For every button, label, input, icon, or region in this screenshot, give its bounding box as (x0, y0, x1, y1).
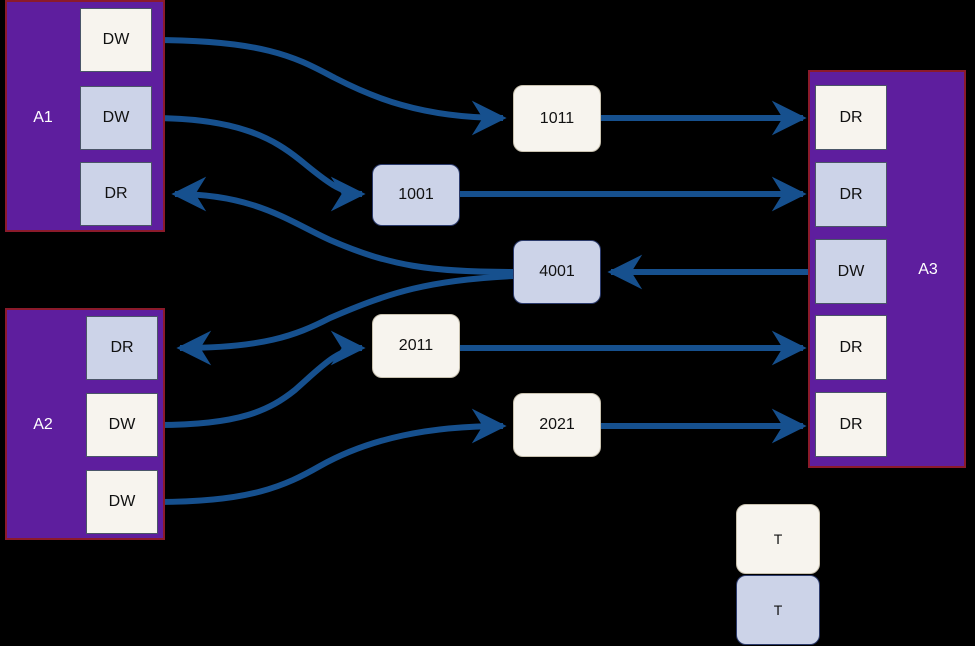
node-2011[interactable]: 2011 (372, 314, 460, 378)
group-label-a2: A2 (33, 416, 53, 433)
group-label-a3: A3 (918, 261, 938, 278)
edge (151, 115, 366, 212)
port-a2-dw-2[interactable]: DW (86, 393, 158, 457)
node-2021[interactable]: 2021 (513, 393, 601, 457)
port-a2-dw-3[interactable]: DW (86, 470, 158, 534)
legend-blue[interactable]: T (736, 575, 820, 645)
edge (157, 330, 366, 428)
port-a3-dr-2[interactable]: DR (815, 162, 887, 227)
edge (176, 273, 514, 366)
edge (157, 408, 507, 505)
node-1001[interactable]: 1001 (372, 164, 460, 226)
port-a3-dw-3[interactable]: DW (815, 239, 887, 304)
port-a3-dr-1[interactable]: DR (815, 85, 887, 150)
port-a2-dr-1[interactable]: DR (86, 316, 158, 380)
port-a1-dr-3[interactable]: DR (80, 162, 152, 226)
port-a1-dw-1[interactable]: DW (80, 8, 152, 72)
edge (171, 176, 514, 275)
legend-cream[interactable]: T (736, 504, 820, 574)
node-4001[interactable]: 4001 (513, 240, 601, 304)
group-label-a1: A1 (33, 109, 53, 126)
edge (151, 37, 507, 136)
node-1011[interactable]: 1011 (513, 85, 601, 152)
port-a3-dr-5[interactable]: DR (815, 392, 887, 457)
port-a1-dw-2[interactable]: DW (80, 86, 152, 150)
port-a3-dr-4[interactable]: DR (815, 315, 887, 380)
